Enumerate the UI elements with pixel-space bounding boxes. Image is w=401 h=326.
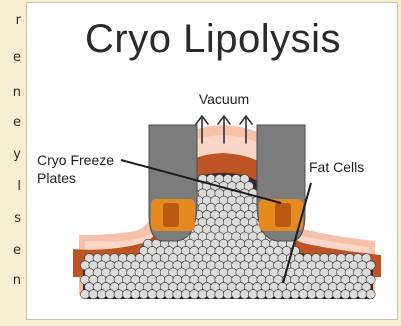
plates-label-line1: Cryo Freeze — [37, 152, 114, 168]
side-text-char: e — [9, 51, 21, 64]
fat-cell — [349, 290, 358, 299]
fat-cell — [114, 290, 123, 299]
fat-cell — [80, 290, 89, 299]
side-text-char: n — [9, 86, 21, 99]
side-text-char: s — [9, 212, 21, 225]
fat-cell — [223, 290, 232, 299]
side-text-strip: r e n e y l s e n — [0, 0, 26, 326]
fat-cell — [248, 290, 257, 299]
left-plate-orange-dark — [163, 203, 179, 227]
fat-cell — [215, 290, 224, 299]
fat-cell — [265, 290, 274, 299]
fat-cell — [358, 290, 367, 299]
fat-cell — [341, 290, 350, 299]
side-text-char: l — [9, 180, 21, 193]
fat-cell — [173, 290, 182, 299]
side-text-char: n — [9, 274, 21, 287]
fat-cells-label: Fat Cells — [309, 159, 364, 175]
cryolipolysis-illustration: Vacuum Cryo Freeze Plates Fat Cells — [27, 3, 399, 321]
fat-cell — [156, 290, 165, 299]
vacuum-label: Vacuum — [199, 91, 249, 107]
fat-cell — [332, 290, 341, 299]
fat-cell — [316, 290, 325, 299]
fat-cell — [240, 290, 249, 299]
fat-cell — [181, 290, 190, 299]
side-text-char: e — [9, 244, 21, 257]
fat-cell — [307, 290, 316, 299]
fat-cell — [324, 290, 333, 299]
fat-cell — [106, 290, 115, 299]
side-text-char: y — [9, 148, 21, 161]
plates-label-line2: Plates — [37, 170, 76, 186]
fat-cell — [257, 290, 266, 299]
fat-cell — [282, 290, 291, 299]
fat-cell — [97, 290, 106, 299]
fat-cell — [198, 290, 207, 299]
right-plate-orange-dark — [275, 203, 291, 227]
fat-cell — [290, 290, 299, 299]
fat-cell — [122, 290, 131, 299]
fat-cell — [131, 290, 140, 299]
fat-cell — [139, 290, 148, 299]
fat-cell — [164, 290, 173, 299]
fat-cell — [190, 290, 199, 299]
fat-cell — [206, 290, 215, 299]
fat-cell — [274, 290, 283, 299]
fat-cell — [299, 290, 308, 299]
fat-cell — [89, 290, 98, 299]
fat-cell — [148, 290, 157, 299]
side-text-char: e — [9, 116, 21, 129]
diagram-card: Cryo Lipolysis Vacuum Cryo Freeze Plat — [26, 2, 398, 320]
fat-cell — [366, 290, 375, 299]
fat-cell — [232, 290, 241, 299]
side-text-char: r — [9, 14, 21, 27]
